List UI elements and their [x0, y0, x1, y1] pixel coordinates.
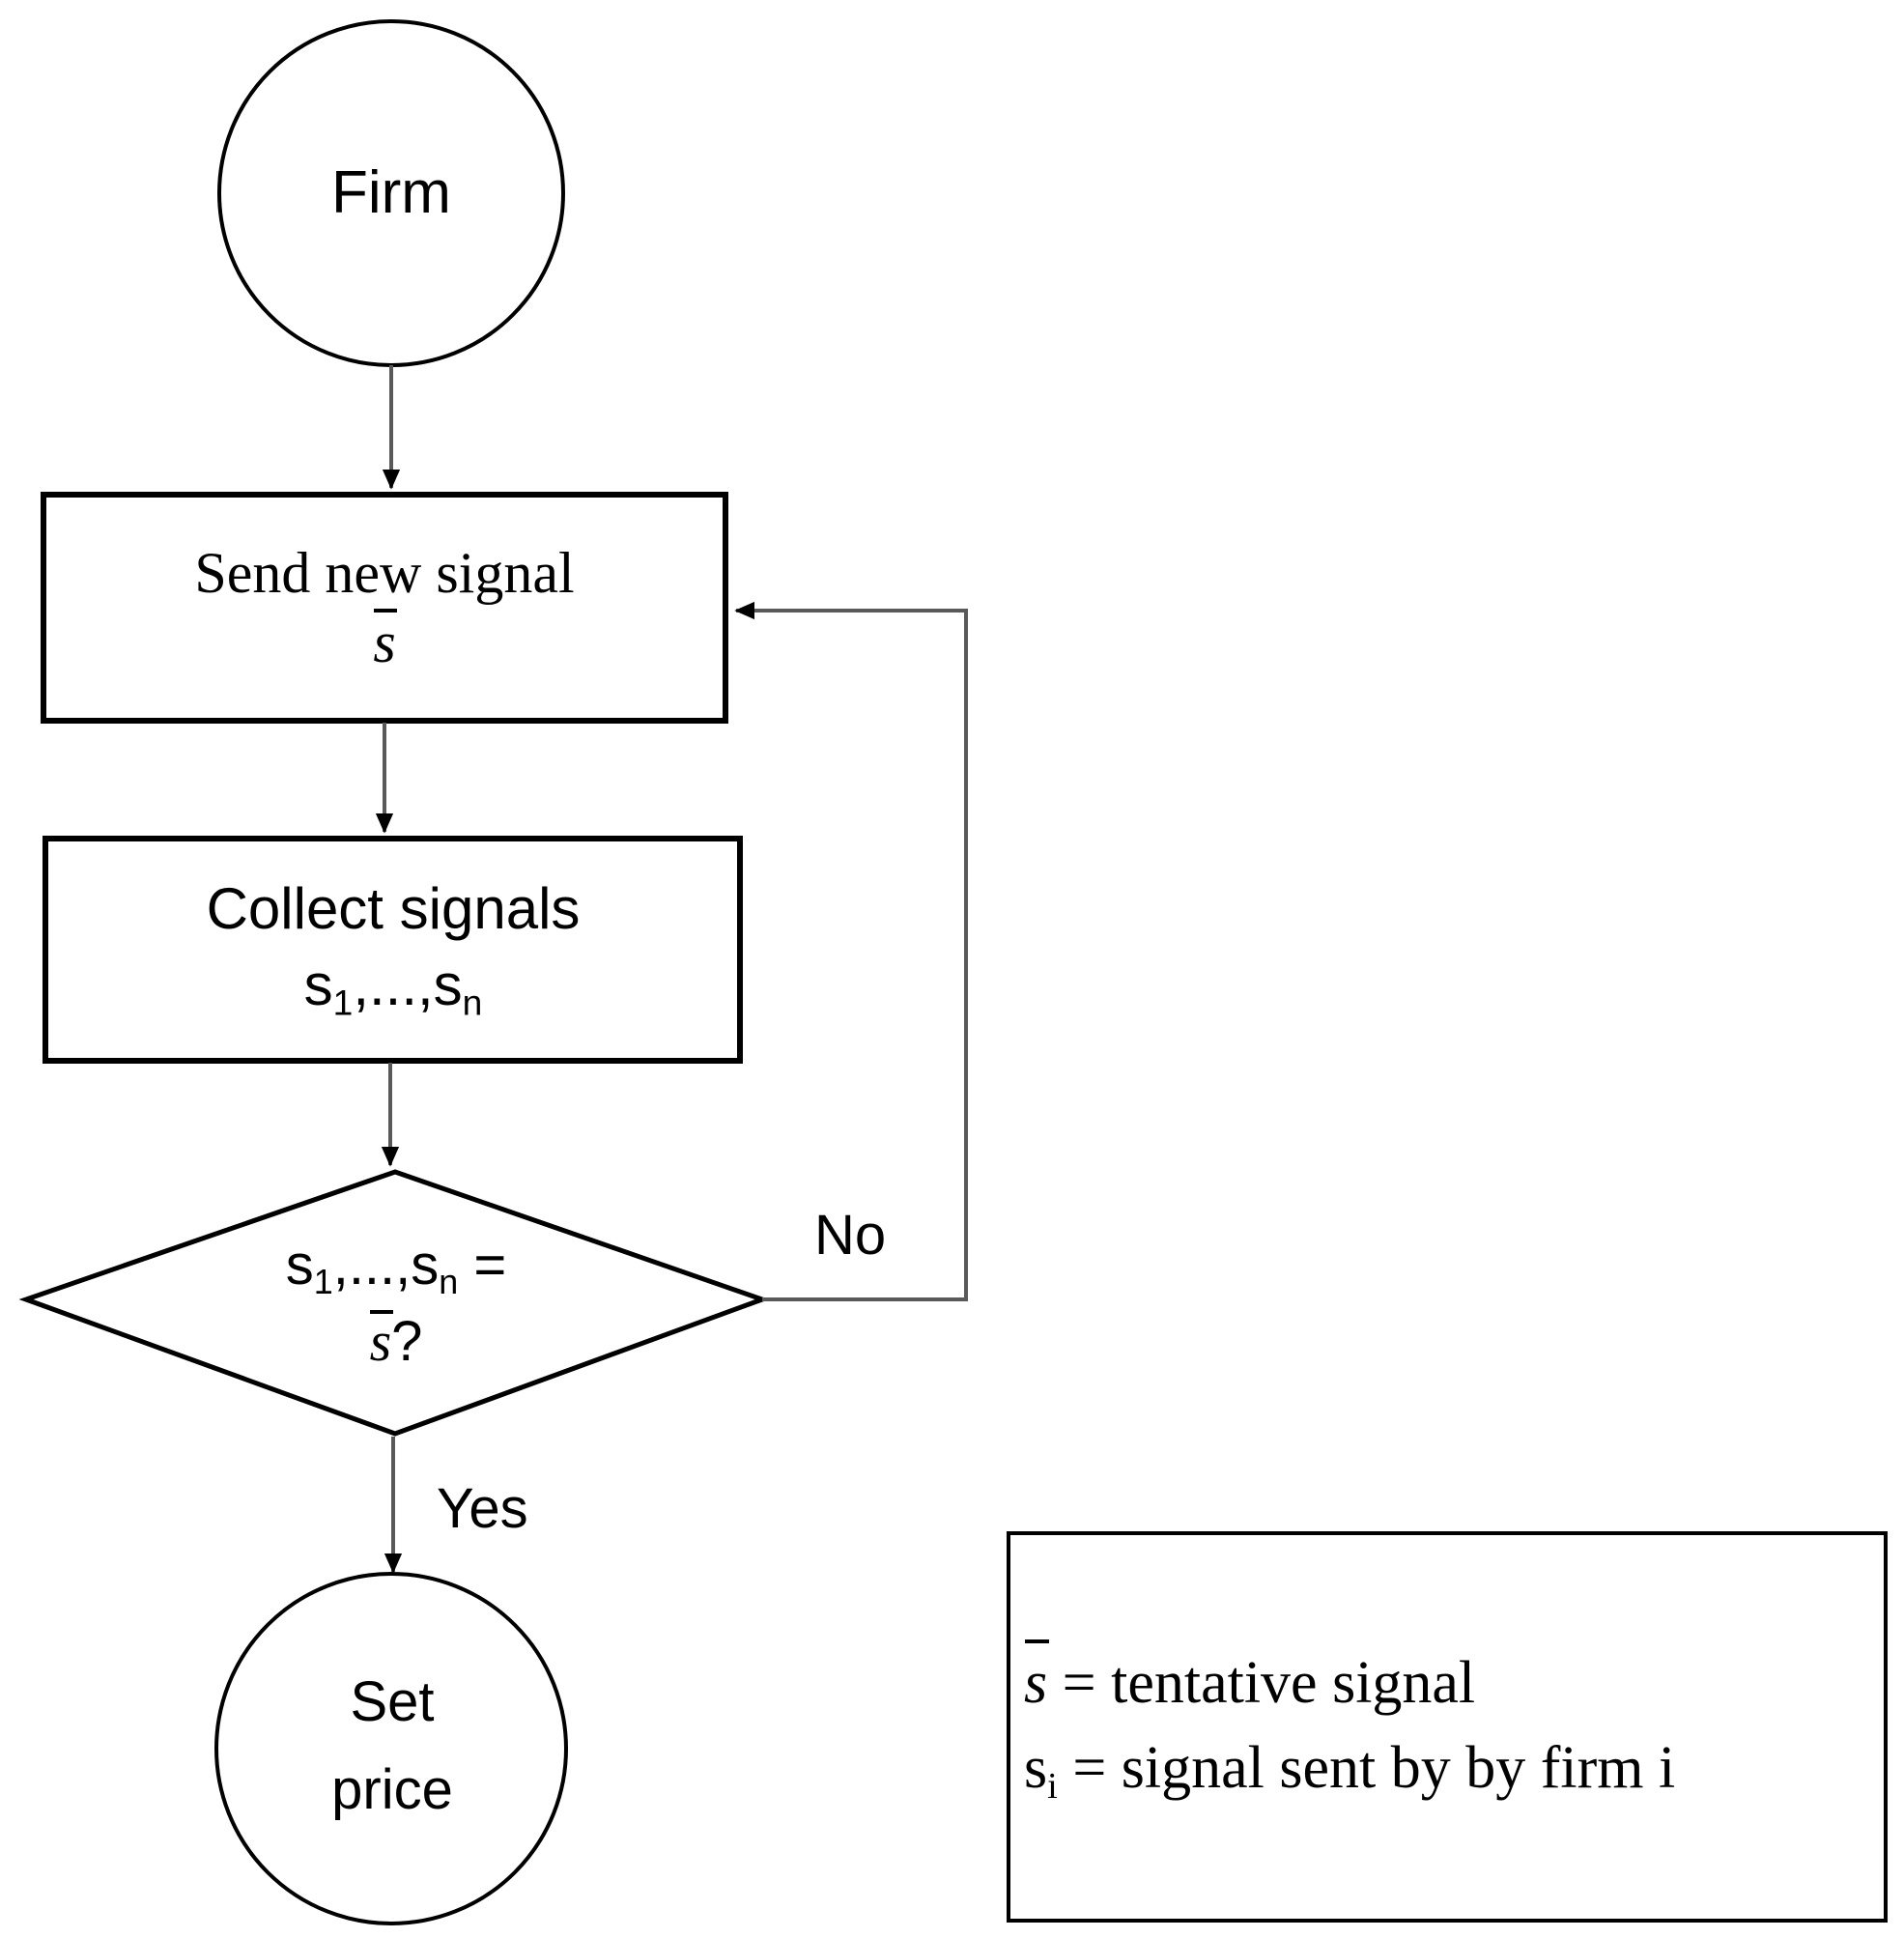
legend-box — [1007, 1531, 1888, 1923]
edge-decision-no-to-send — [734, 601, 968, 1301]
start-node-shape[interactable] — [217, 19, 565, 367]
collect-signals-node-shape[interactable] — [43, 836, 743, 1064]
end-node-shape[interactable] — [214, 1572, 568, 1925]
decision-node-shape[interactable] — [18, 1169, 770, 1437]
send-signal-node-shape[interactable] — [41, 492, 728, 724]
